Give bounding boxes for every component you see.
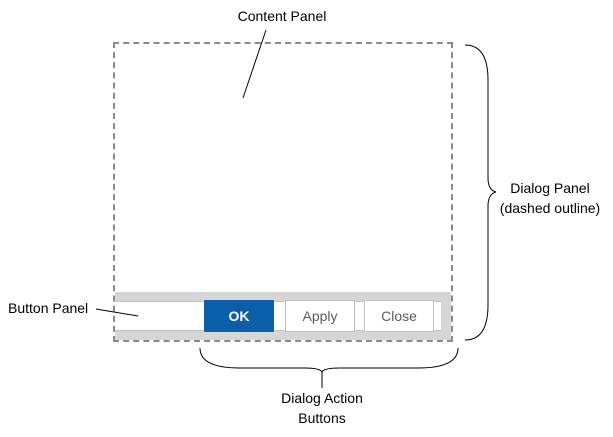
dialog-action-buttons-label-line1: Dialog Action — [281, 390, 363, 406]
dialog-panel-label-line1: Dialog Panel — [510, 180, 590, 196]
dialog-action-buttons-label: Dialog Action Buttons — [262, 388, 382, 428]
dialog-panel-label: Dialog Panel (dashed outline) — [490, 178, 610, 218]
close-button[interactable]: Close — [364, 300, 434, 332]
dialog-panel: OK Apply Close — [113, 42, 453, 342]
button-panel: OK Apply Close — [115, 292, 451, 340]
apply-button[interactable]: Apply — [285, 300, 355, 332]
content-panel-label: Content Panel — [237, 8, 327, 24]
dialog-panel-label-line2: (dashed outline) — [499, 200, 601, 216]
button-panel-label: Button Panel — [8, 300, 89, 316]
dialog-action-buttons-brace — [199, 347, 459, 374]
ok-button[interactable]: OK — [204, 300, 274, 332]
dialog-action-buttons-label-line2: Buttons — [298, 410, 346, 426]
